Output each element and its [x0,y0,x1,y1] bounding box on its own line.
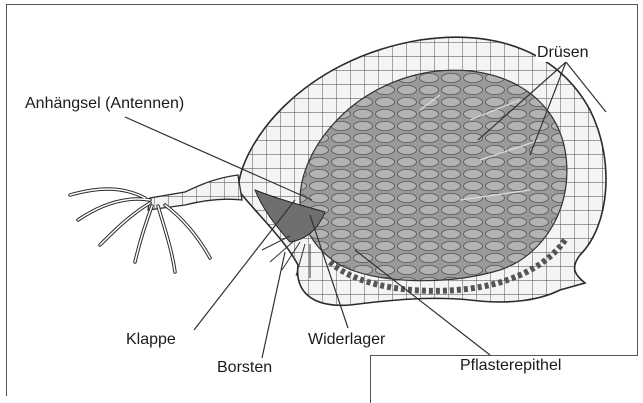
label-druesen: Drüsen [536,44,590,62]
stalk [148,175,242,210]
label-anhaengsel: Anhängsel (Antennen) [24,95,185,113]
label-borsten: Borsten [216,359,273,377]
label-pflasterepithel: Pflasterepithel [459,357,562,375]
label-klappe: Klappe [125,331,177,349]
label-widerlager: Widerlager [307,331,386,349]
